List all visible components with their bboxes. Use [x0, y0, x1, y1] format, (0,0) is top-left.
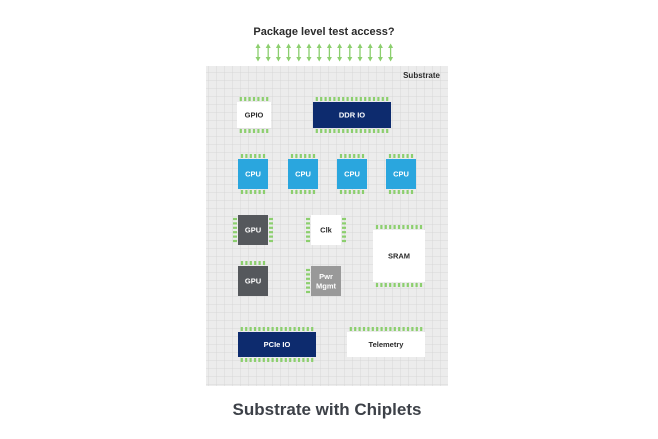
cpu-4-box [386, 159, 416, 189]
chiplet-cpu-1: CPU [238, 154, 268, 194]
double-arrow-icon [337, 43, 343, 62]
top-label: Package level test access? [253, 26, 395, 38]
pwr-mgmt-box [311, 266, 341, 296]
gpio-label: GPIO [245, 111, 264, 120]
ddr-io-box [313, 102, 391, 128]
chiplet-cpu-3: CPU [337, 154, 367, 194]
gpu-2-label: GPU [245, 277, 261, 286]
double-arrow-icon [316, 43, 322, 62]
pwr-mgmt-label: Mgmt [316, 281, 336, 290]
chiplet-sram: SRAM [373, 225, 425, 287]
chiplet-clk: Clk [306, 215, 346, 245]
double-arrow-icon [377, 43, 383, 62]
double-arrow-icon [306, 43, 312, 62]
pcie-io-box [238, 332, 316, 357]
gpu-1-label: GPU [245, 226, 261, 235]
cpu-4-label: CPU [393, 170, 409, 179]
telemetry-label: Telemetry [369, 340, 405, 349]
cpu-1-label: CPU [245, 170, 261, 179]
chiplet-cpu-2: CPU [288, 154, 318, 194]
double-arrow-icon [286, 43, 292, 62]
gpu-2-box [238, 266, 268, 296]
cpu-2-box [288, 159, 318, 189]
chiplet-pcie-io: PCIe IO [238, 327, 316, 362]
cpu-3-box [337, 159, 367, 189]
sram-box [373, 230, 425, 282]
double-arrow-icon [367, 43, 373, 62]
double-arrow-icon [347, 43, 353, 62]
chiplet-ddr-io: DDR IO [313, 97, 391, 133]
ddr-io-label: DDR IO [339, 111, 365, 120]
clk-label: Clk [320, 226, 333, 235]
cpu-3-label: CPU [344, 170, 360, 179]
clk-box [311, 215, 341, 245]
gpio-box [237, 102, 271, 128]
double-arrow-icon [357, 43, 363, 62]
double-arrow-icon [275, 43, 281, 62]
pcie-io-label: PCIe IO [264, 340, 291, 349]
chiplet-cpu-4: CPU [386, 154, 416, 194]
caption: Substrate with Chiplets [233, 400, 422, 419]
test-access-arrows [255, 43, 394, 62]
double-arrow-icon [388, 43, 394, 62]
telemetry-box [347, 332, 425, 357]
gpu-1-box [238, 215, 268, 245]
chiplet-gpu-1: GPU [233, 215, 273, 245]
double-arrow-icon [326, 43, 332, 62]
double-arrow-icon [265, 43, 271, 62]
substrate-label: Substrate [403, 71, 440, 80]
chiplet-gpu-2: GPU [238, 261, 268, 296]
chiplet-gpio: GPIO [237, 97, 271, 133]
cpu-2-label: CPU [295, 170, 311, 179]
double-arrow-icon [296, 43, 302, 62]
pwr-mgmt-label: Pwr [319, 272, 333, 281]
double-arrow-icon [255, 43, 261, 62]
cpu-1-box [238, 159, 268, 189]
chiplet-telemetry: Telemetry [347, 327, 425, 357]
sram-label: SRAM [388, 252, 410, 261]
